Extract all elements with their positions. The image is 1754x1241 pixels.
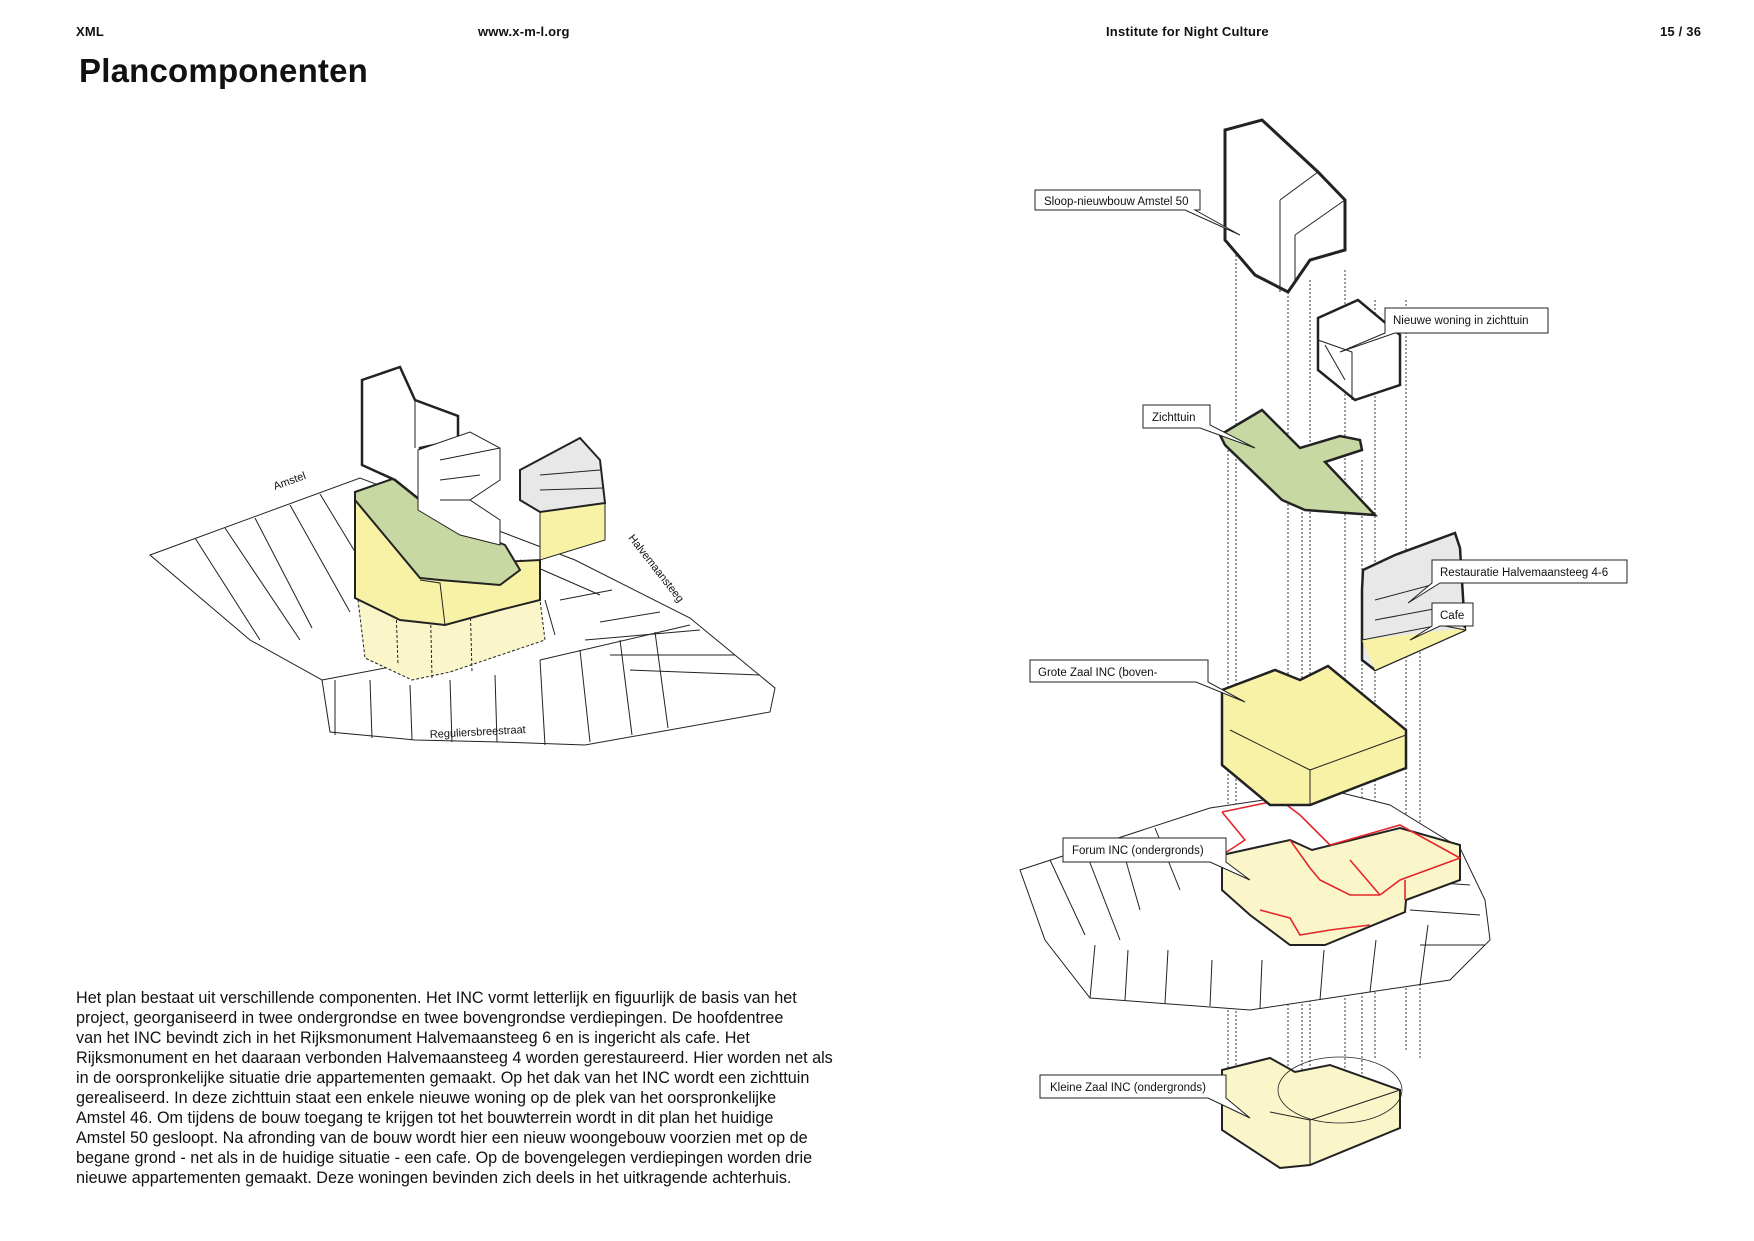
street-label-amstel: Amstel (272, 470, 308, 493)
callout-sloop: Sloop-nieuwbouw Amstel 50 (1034, 189, 1241, 236)
callout-woning: Nieuwe woning in zichttuin (1339, 307, 1549, 353)
kleine-zaal-volume (1221, 1056, 1401, 1170)
red-outline-plan (1221, 799, 1462, 936)
svg-text:Forum INC (ondergronds): Forum INC (ondergronds) (1072, 845, 1204, 857)
grote-zaal-volume (1220, 664, 1408, 807)
svg-text:Sloop-nieuwbouw Amstel 50: Sloop-nieuwbouw Amstel 50 (1044, 196, 1188, 208)
callout-zichttuin: Zichttuin (1142, 404, 1256, 449)
zichttuin-volume (1218, 408, 1379, 517)
header-url-link[interactable]: www.x-m-l.org (478, 24, 570, 39)
body-line: gerealiseerd. In deze zichttuin staat ee… (76, 1089, 777, 1107)
svg-text:Restauratie Halvemaansteeg 4-6: Restauratie Halvemaansteeg 4-6 (1440, 567, 1608, 579)
body-line: Amstel 46. Om tijdens de bouw toegang te… (76, 1109, 774, 1127)
svg-text:Kleine Zaal INC (ondergronds): Kleine Zaal INC (ondergronds) (1050, 1082, 1206, 1094)
header-label-xml: XML (76, 24, 105, 39)
nieuwe-woning-volume (1316, 298, 1402, 402)
restauratie-block (519, 436, 607, 514)
body-line: begane grond - net als in de huidige sit… (76, 1149, 813, 1167)
svg-text:Nieuwe woning in zichttuin: Nieuwe woning in zichttuin (1393, 315, 1529, 327)
callout-cafe: Cafe (1409, 602, 1474, 641)
amstel-50-tower-right (1223, 118, 1347, 294)
callout-kleine-zaal: Kleine Zaal INC (ondergronds) (1039, 1074, 1251, 1119)
header-institute: Institute for Night Culture (1106, 24, 1269, 39)
body-line: van het INC bevindt zich in het Rijksmon… (76, 1029, 750, 1047)
callout-restauratie: Restauratie Halvemaansteeg 4-6 (1407, 559, 1628, 604)
page-number: 15 / 36 (1660, 24, 1702, 39)
new-house-block (417, 431, 501, 546)
right-exploded-axonometric (1019, 118, 1491, 1170)
callout-grote-zaal: Grote Zaal INC (boven- (1029, 659, 1246, 703)
svg-text:Grote Zaal INC (boven-: Grote Zaal INC (boven- (1038, 667, 1158, 679)
kleine-zaal-stage-circle (1277, 1056, 1403, 1124)
left-axonometric (149, 365, 776, 746)
svg-text:Cafe: Cafe (1440, 610, 1464, 622)
street-label-reguliersbreestraat: Reguliersbreestraat (430, 724, 526, 741)
page-title: Plancomponenten (79, 52, 369, 89)
callout-forum: Forum INC (ondergronds) (1062, 837, 1251, 881)
callouts: Sloop-nieuwbouw Amstel 50 Nieuwe woning … (1029, 189, 1628, 1119)
body-line: in de oorspronkelijke situatie drie appa… (76, 1069, 810, 1087)
body-line: Rijksmonument en het daaraan verbonden H… (76, 1049, 833, 1067)
body-line: Het plan bestaat uit verschillende compo… (76, 989, 797, 1007)
body-line: nieuwe appartementen gemaakt. Deze wonin… (76, 1169, 792, 1187)
body-paragraph: Het plan bestaat uit verschillende compo… (76, 988, 898, 1188)
body-line: project, georganiseerd in twee ondergron… (76, 1009, 784, 1027)
svg-text:Zichttuin: Zichttuin (1152, 412, 1195, 424)
body-line: Amstel 50 gesloopt. Na afronding van de … (76, 1129, 808, 1147)
